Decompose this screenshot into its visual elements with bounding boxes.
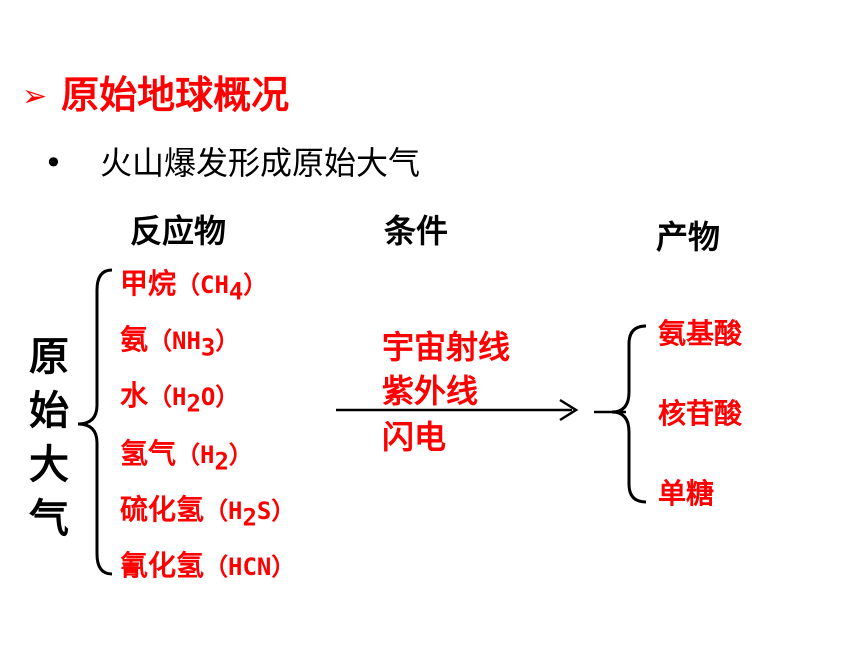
arrow-bullet-icon: ➢ <box>22 79 48 114</box>
condition-item: 宇宙射线 <box>382 328 511 366</box>
reactant-name: 水 <box>120 379 149 412</box>
right-brace <box>611 324 647 504</box>
reactant-item: 硫化氢（H2S） <box>120 493 296 532</box>
bullet-dot-icon: • <box>44 144 63 182</box>
products-header: 产物 <box>656 218 721 256</box>
condition-item: 紫外线 <box>382 372 479 410</box>
side-label-char: 气 <box>29 496 69 542</box>
condition-item: 闪电 <box>382 418 447 456</box>
reaction-arrowhead-icon <box>559 398 579 422</box>
slide-heading: ➢ 原始地球概况 <box>22 64 289 119</box>
product-item: 氨基酸 <box>658 317 743 350</box>
product-item: 核苷酸 <box>658 397 743 430</box>
bullet-point: • 火山爆发形成原始大气 <box>44 138 420 184</box>
reactant-name: 甲烷 <box>120 267 177 300</box>
conditions-header: 条件 <box>384 212 449 250</box>
reactant-item: 氨（NH3） <box>120 323 240 362</box>
reactant-item: 氰化氢（HCN） <box>120 549 296 582</box>
reactant-item: 甲烷（CH4） <box>120 267 268 306</box>
side-label-char: 原 <box>29 334 69 380</box>
reactant-item: 氢气（H2） <box>120 437 253 476</box>
heading-text: 原始地球概况 <box>61 73 290 117</box>
reactant-name: 氰化氢 <box>120 549 205 582</box>
reactant-name: 氢气 <box>120 437 177 470</box>
reactant-item: 水（H2O） <box>120 379 240 418</box>
left-brace <box>77 268 113 576</box>
reactant-name: 硫化氢 <box>120 493 205 526</box>
reactant-name: 氨 <box>120 323 149 356</box>
side-label-char: 大 <box>29 442 69 488</box>
side-label-char: 始 <box>29 388 69 434</box>
bullet-text: 火山爆发形成原始大气 <box>100 144 421 182</box>
primitive-atmosphere-label: 原 始 大 气 <box>24 330 74 546</box>
product-item: 单糖 <box>658 477 715 510</box>
reactants-header: 反应物 <box>130 212 227 250</box>
